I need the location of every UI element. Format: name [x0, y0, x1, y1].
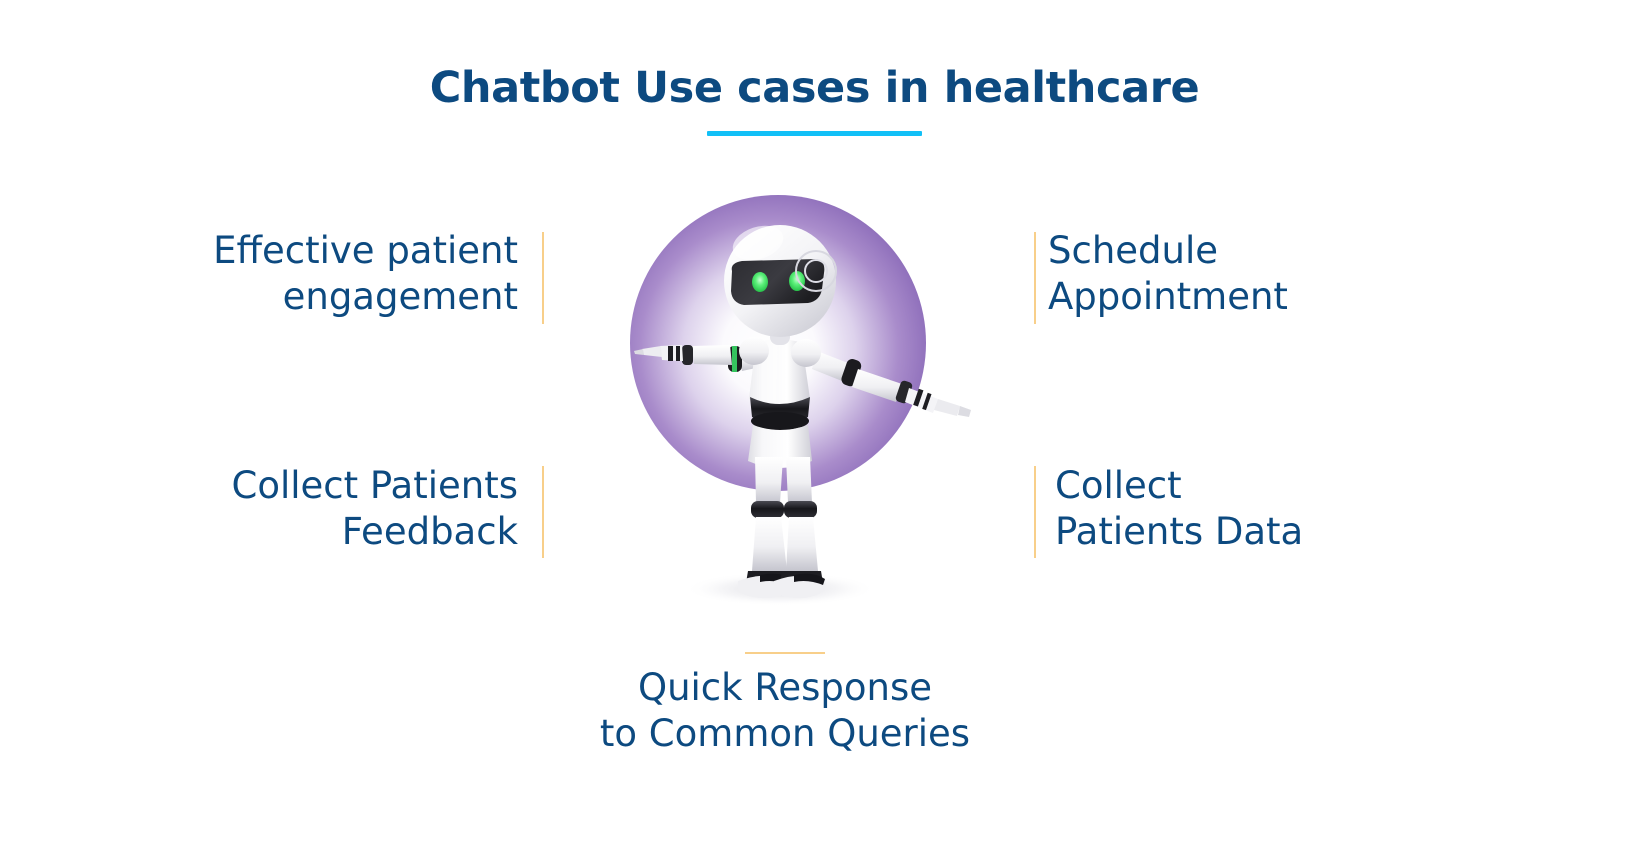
divider-schedule-appointment — [1034, 232, 1036, 324]
page-title: Chatbot Use cases in healthcare — [429, 63, 1200, 113]
robot-ear-disc — [795, 250, 837, 292]
use-case-schedule-appointment: Schedule Appointment — [1048, 229, 1288, 319]
robot-left-arm — [634, 345, 770, 372]
robot-right-arm — [812, 351, 971, 417]
divider-effective-patient-engagement — [542, 232, 544, 324]
title-block: Chatbot Use cases in healthcare — [0, 63, 1629, 137]
divider-collect-patients-feedback — [542, 466, 544, 558]
use-case-quick-response-common-queries: Quick Response to Common Queries — [599, 666, 971, 756]
divider-quick-response — [745, 652, 825, 654]
robot-left-shoulder — [739, 337, 769, 365]
divider-collect-patients-data — [1034, 466, 1036, 558]
title-underline — [707, 131, 922, 137]
robot-illustration — [620, 185, 980, 625]
robot-right-shoulder — [791, 339, 821, 367]
robot-eye-left — [752, 272, 768, 292]
use-case-effective-patient-engagement: Effective patient engagement — [213, 229, 518, 319]
robot-head — [724, 225, 837, 337]
robot-eye-right — [789, 271, 805, 291]
robot-visor — [731, 259, 825, 305]
robot-figure — [634, 225, 971, 599]
use-case-collect-patients-feedback: Collect Patients Feedback — [231, 464, 518, 554]
use-case-collect-patients-data: Collect Patients Data — [1055, 464, 1304, 554]
robot-right-leg — [774, 457, 826, 599]
